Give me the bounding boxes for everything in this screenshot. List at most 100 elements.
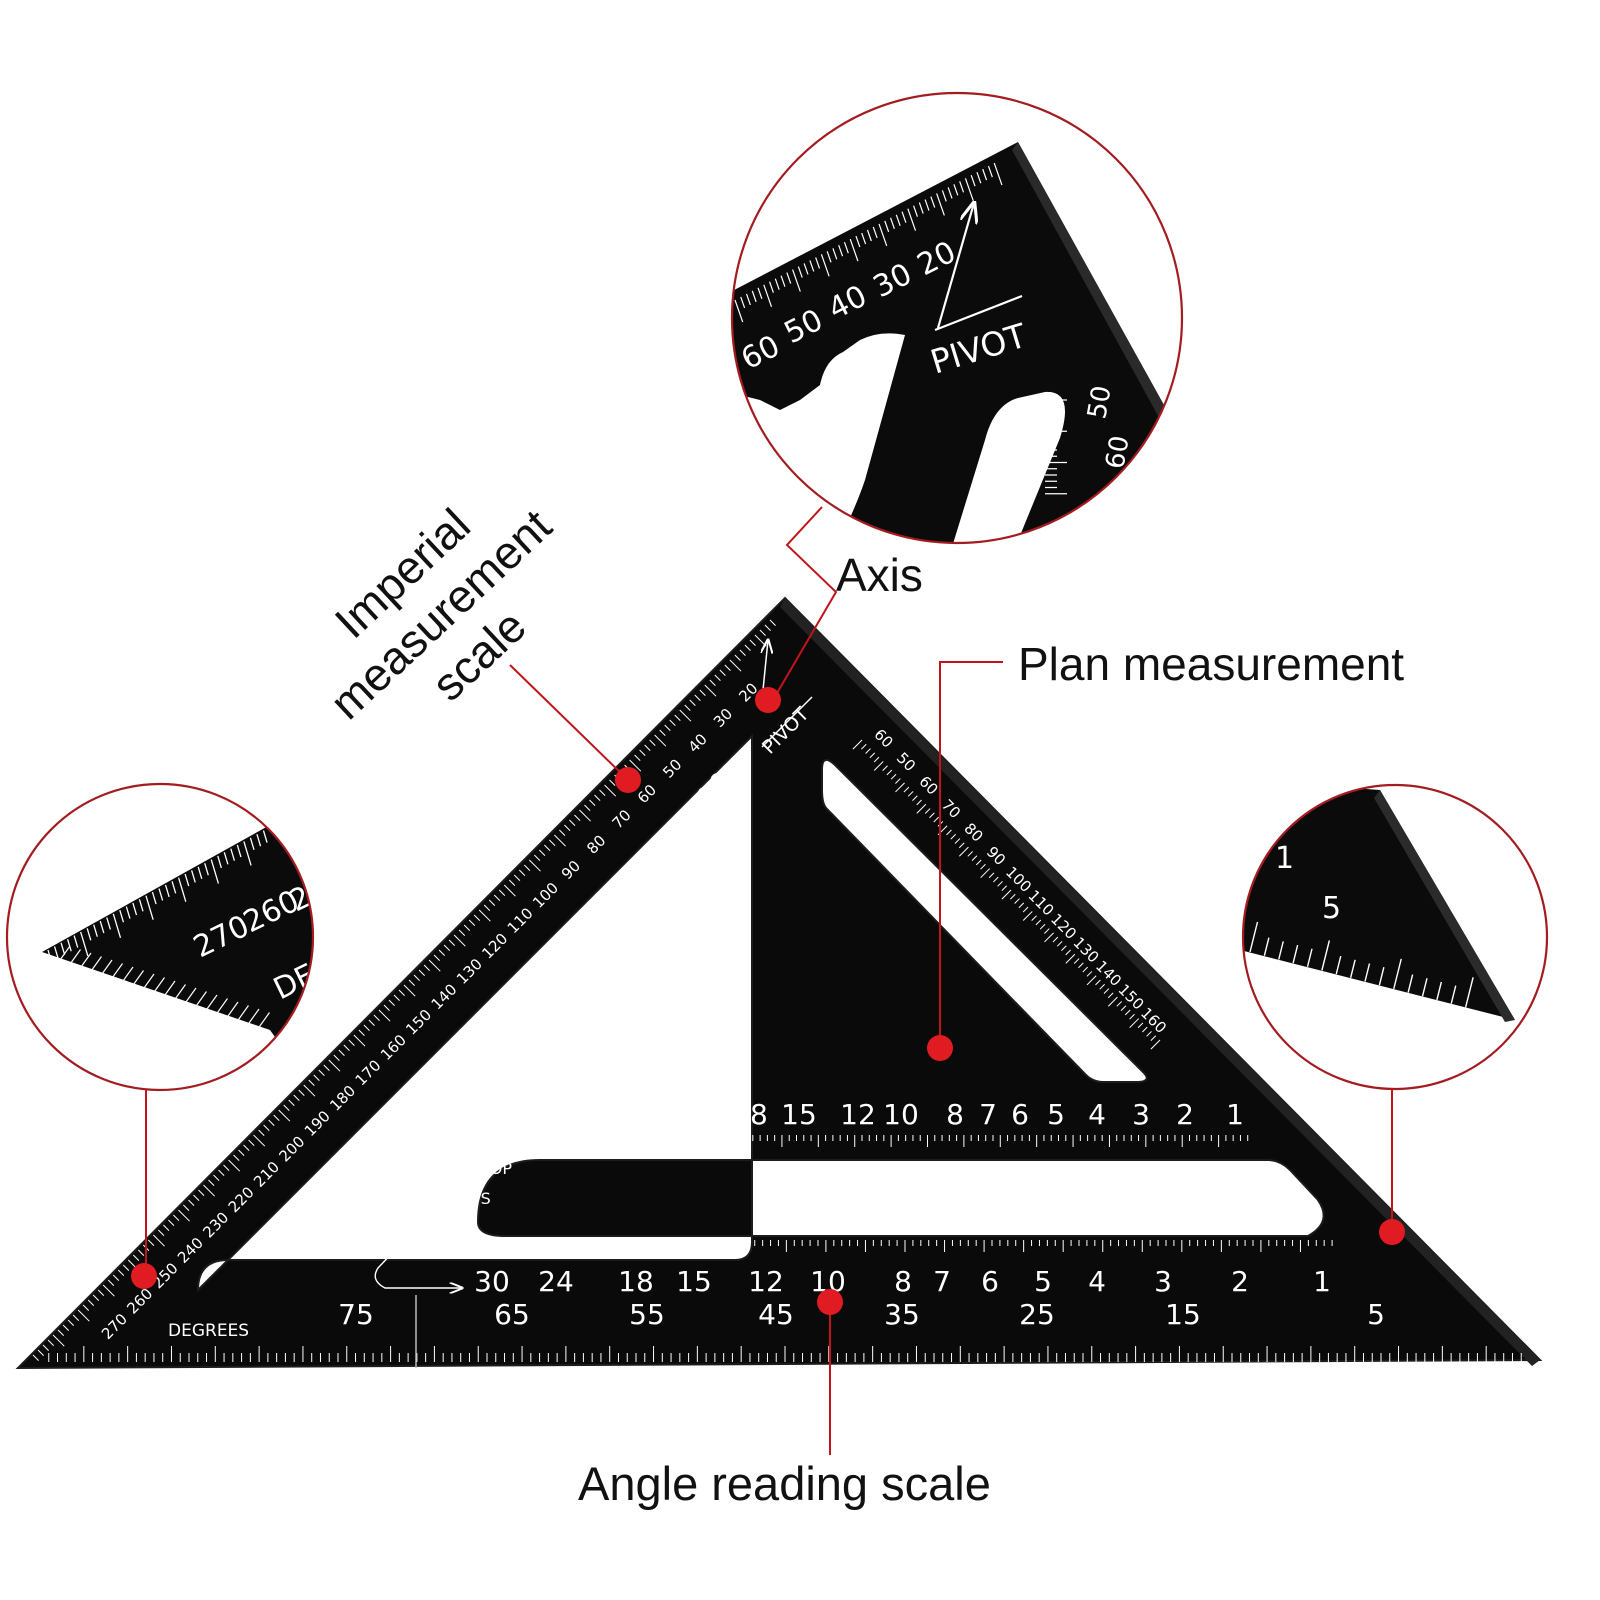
zoom-axis-tick [953, 184, 959, 196]
left-edge-tick [348, 1039, 355, 1046]
right-edge-tick [1039, 923, 1046, 930]
zoom-left-tick [243, 841, 252, 866]
left-edge-tick [218, 1169, 225, 1176]
left-edge-tick [744, 644, 751, 651]
zoom-pivot-arrow [936, 203, 974, 329]
left-edge-tick [458, 929, 466, 936]
right-edge-tick [946, 829, 952, 836]
left-edge-tick [243, 1144, 250, 1151]
left-edge-tick [308, 1079, 315, 1086]
zoom-right-tick [1335, 955, 1342, 975]
left-edge-tick [92, 1294, 100, 1301]
left-edge-tick [193, 1194, 200, 1201]
left-edge-tick [303, 1084, 316, 1097]
zoom-axis-tick [849, 238, 859, 262]
left-edge-tick [283, 1104, 290, 1111]
zoom-axis-tick [861, 232, 867, 245]
zoom-axis-tick [884, 220, 890, 233]
right-edge-tick [958, 846, 969, 857]
left-edge-tick [82, 1304, 90, 1311]
zoom-axis-tick [745, 293, 751, 306]
zoom-left-tick [99, 920, 105, 934]
left-edge-tick [157, 1229, 165, 1236]
left-edge-tick [629, 759, 642, 772]
zoom-axis-tick [809, 260, 815, 272]
left-edge-tick [739, 649, 746, 656]
right-edge-tick [1014, 898, 1020, 904]
right-edge-tick [873, 756, 880, 763]
zoom-axis-tick [803, 263, 809, 275]
zoom-left-tick [106, 917, 111, 930]
left-edge-tick [413, 974, 420, 981]
left-edge-tick [674, 714, 681, 721]
zoom-left-tick [132, 902, 138, 916]
zoom-axis-tick [815, 257, 821, 269]
zoom-axis-tick [959, 181, 965, 193]
plan-leader [939, 661, 1003, 1048]
right-edge-tick [1001, 889, 1012, 900]
callout-dots [131, 687, 1405, 1315]
left-edge-tick [724, 664, 731, 671]
zoom-axis-tick [866, 229, 872, 242]
zoom-right-tick [1464, 977, 1474, 1008]
left-edge-tick [132, 1254, 140, 1261]
zoom-right-tick [1278, 941, 1284, 960]
right-edge-tick [1137, 1022, 1144, 1029]
left-edge-tick [699, 689, 706, 696]
right-edge-tick [1065, 953, 1076, 964]
zoom-axis-tick [740, 296, 746, 309]
left-edge-tick [248, 1139, 255, 1146]
hip-row-number: 3 [1132, 1098, 1150, 1131]
left-edge-tick [719, 669, 726, 676]
zoom-left-tick [206, 994, 218, 1010]
left-edge-tick [579, 809, 592, 822]
hip-row-number: 2 [1176, 1098, 1194, 1131]
zoom-left-tick [236, 844, 242, 858]
plan-dot [927, 1035, 953, 1061]
zoom-side-60: 60 [1100, 433, 1135, 471]
hypotenuse-notches [283, 772, 725, 1249]
right-edge-tick [903, 786, 910, 793]
right-edge-tick [929, 812, 935, 819]
zoom-left-tick [249, 837, 255, 851]
zoom-right-ticks [1249, 921, 1474, 1008]
hip-row-number: 24 [668, 1098, 704, 1131]
right-edge-tick [1099, 983, 1106, 990]
zoom-axis-tick [792, 269, 801, 292]
zoom-left-tick [119, 910, 125, 923]
zoom-left-tip: 270 260 2 DE [5, 782, 315, 1092]
right-edge-tick [882, 765, 888, 771]
left-edge-tick [258, 1129, 265, 1136]
right-edge-tick [1141, 1026, 1148, 1033]
zoom-axis-tick [913, 205, 919, 217]
imperial-leader [509, 664, 627, 779]
right-edge-tick [916, 803, 927, 814]
zoom-left-tick [204, 862, 209, 876]
zoom-axis-tick [780, 275, 786, 287]
left-edge-tick [418, 969, 425, 976]
zoom-left-tick [154, 977, 165, 992]
left-edge-tick [639, 749, 646, 756]
left-edge-tick [72, 1314, 80, 1321]
left-edge-tick [47, 1339, 55, 1346]
right-edge-tick [912, 795, 918, 801]
left-edge-tick [388, 999, 395, 1006]
zoom-left-tick [177, 877, 187, 902]
left-edge-tick [112, 1274, 120, 1281]
right-edge-tick [895, 778, 901, 784]
rafter-square: 2030405060708090100110120130140150160170… [15, 596, 1543, 1370]
left-edge-tick [453, 934, 466, 947]
common-row-number: 24 [538, 1265, 574, 1298]
zoom-left-tick [86, 928, 92, 941]
zoom-left-tick [256, 834, 262, 847]
left-edge-tick [488, 899, 496, 906]
common-row-number: 30 [474, 1265, 510, 1298]
zoom-left-ticks [47, 830, 270, 1027]
cuts-label: CUTS [448, 1189, 491, 1208]
common-row-number: 1 [1313, 1265, 1331, 1298]
right-edge-tick [997, 881, 1003, 887]
zoom-pivot-underline [934, 294, 1023, 332]
zoom-axis-tick [734, 299, 744, 323]
